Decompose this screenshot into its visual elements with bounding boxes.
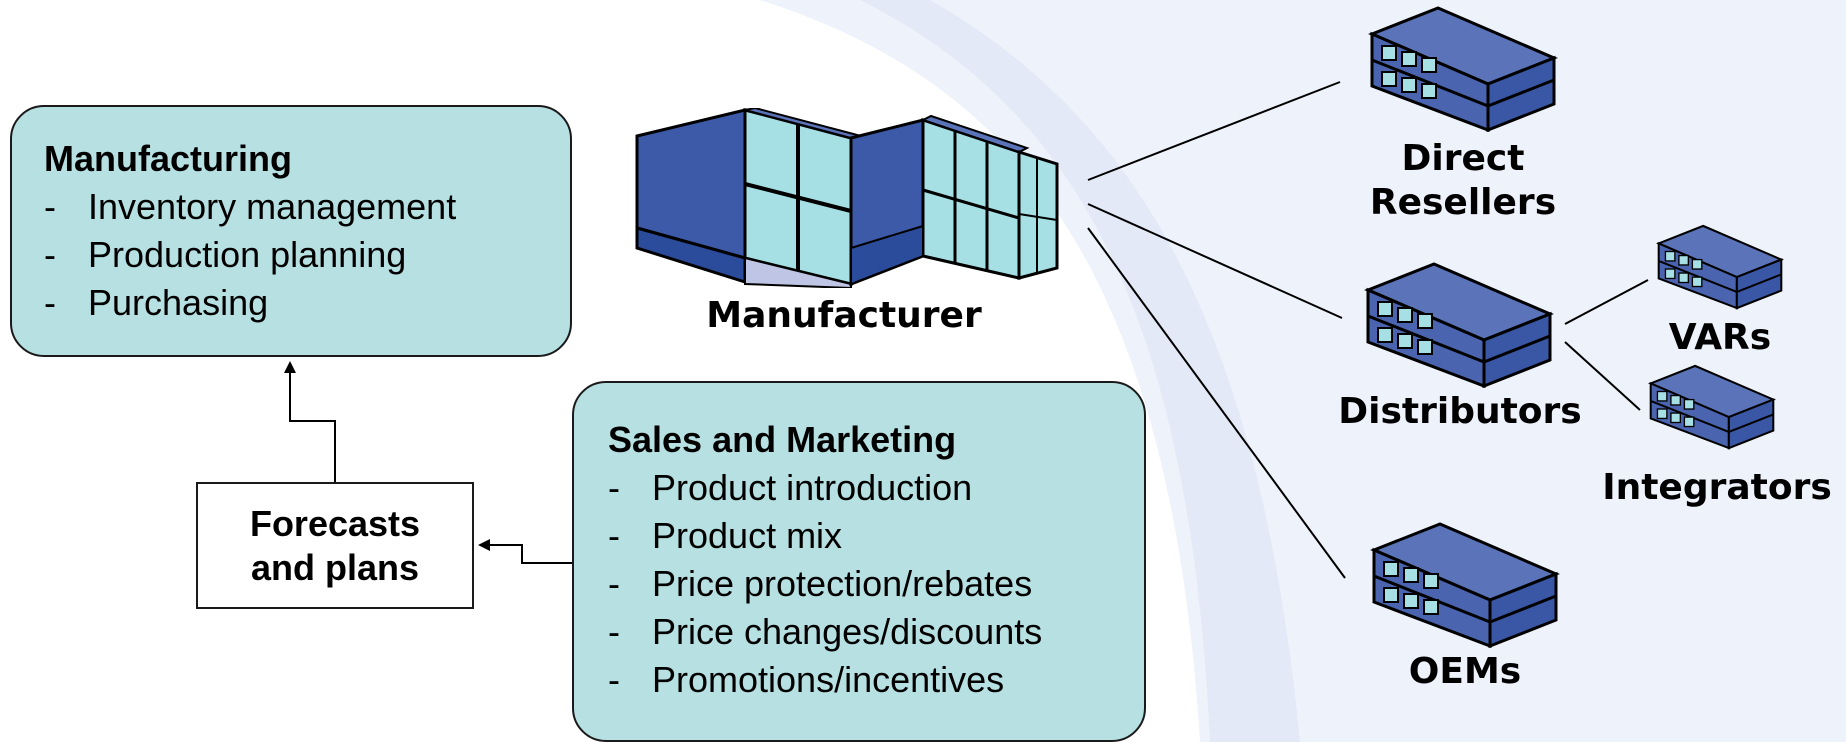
list-item-text: Promotions/incentives xyxy=(652,659,1005,700)
sales-heading: Sales and Marketing xyxy=(608,419,957,460)
factory-building-icon xyxy=(635,108,1059,288)
oems-label-text: OEMs xyxy=(1408,651,1522,692)
manufacturing-heading: Manufacturing xyxy=(44,138,292,179)
list-item: -Purchasing xyxy=(44,279,570,327)
direct-resellers-label: Direct Resellers xyxy=(1358,137,1568,225)
warehouse-building-icon xyxy=(1370,522,1560,648)
list-item: -Product introduction xyxy=(608,464,1144,512)
list-dash: - xyxy=(44,186,56,227)
list-item: -Promotions/incentives xyxy=(608,656,1144,704)
list-dash: - xyxy=(608,515,620,556)
list-item-text: Production planning xyxy=(88,234,407,275)
sales-list: -Product introduction -Product mix -Pric… xyxy=(608,464,1144,704)
forecasts-box: Forecasts and plans xyxy=(196,482,474,609)
list-dash: - xyxy=(44,282,56,323)
list-dash: - xyxy=(44,234,56,275)
list-dash: - xyxy=(608,611,620,652)
integrators-label-text: Integrators xyxy=(1602,467,1832,508)
list-item-text: Price changes/discounts xyxy=(652,611,1043,652)
distributors-label-text: Distributors xyxy=(1338,391,1582,432)
line-to-integrators xyxy=(1564,341,1641,411)
list-item: -Price changes/discounts xyxy=(608,608,1144,656)
integrators-label: Integrators xyxy=(1592,466,1842,510)
vars-label-text: VARs xyxy=(1668,317,1772,358)
line-to-direct-resellers xyxy=(1087,81,1341,181)
list-dash: - xyxy=(608,563,620,604)
direct-resellers-line-1: Direct xyxy=(1401,138,1525,179)
list-item-text: Price protection/rebates xyxy=(652,563,1033,604)
warehouse-building-icon xyxy=(1648,364,1776,450)
distributors-label: Distributors xyxy=(1330,390,1590,434)
sales-to-forecast-arrow xyxy=(478,539,572,564)
line-to-distributors xyxy=(1087,203,1343,319)
list-item: -Production planning xyxy=(44,231,570,279)
list-item-text: Product mix xyxy=(652,515,843,556)
forecasts-line-1: Forecasts xyxy=(249,502,421,544)
warehouse-building-icon xyxy=(1364,262,1554,388)
manufacturer-label: Manufacturer xyxy=(694,294,994,338)
oems-label: OEMs xyxy=(1380,650,1550,694)
line-to-vars xyxy=(1564,279,1649,325)
manufacturer-label-text: Manufacturer xyxy=(706,295,982,336)
list-item-text: Purchasing xyxy=(88,282,269,323)
list-item-text: Inventory management xyxy=(88,186,457,227)
list-item: -Product mix xyxy=(608,512,1144,560)
manufacturing-list: -Inventory management -Production planni… xyxy=(44,183,570,327)
list-item: -Inventory management xyxy=(44,183,570,231)
warehouse-building-icon xyxy=(1368,6,1558,132)
manufacturing-box: Manufacturing -Inventory management -Pro… xyxy=(10,105,572,357)
list-item-text: Product introduction xyxy=(652,467,973,508)
forecast-to-manufacturing-arrow xyxy=(284,361,336,482)
line-to-oems xyxy=(1087,227,1346,579)
direct-resellers-line-2: Resellers xyxy=(1369,182,1557,223)
list-dash: - xyxy=(608,659,620,700)
list-item: -Price protection/rebates xyxy=(608,560,1144,608)
warehouse-building-icon xyxy=(1656,224,1784,310)
sales-marketing-box: Sales and Marketing -Product introductio… xyxy=(572,381,1146,742)
vars-label: VARs xyxy=(1655,316,1785,360)
list-dash: - xyxy=(608,467,620,508)
forecasts-line-2: and plans xyxy=(250,546,420,588)
